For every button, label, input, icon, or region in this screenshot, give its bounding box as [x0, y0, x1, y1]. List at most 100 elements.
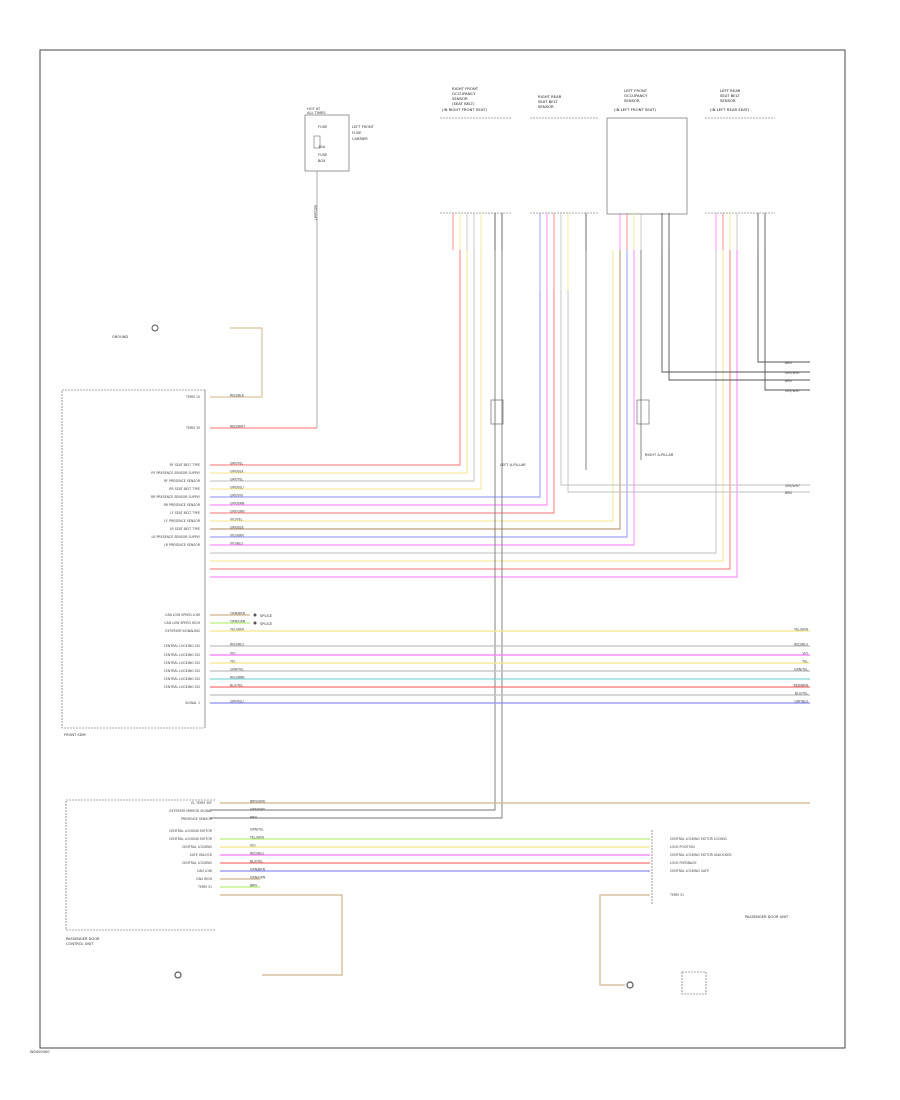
- rf-sensor-title-1: RIGHT FRONT: [452, 86, 479, 91]
- lower-pin-label: CENTRAL LOCKING: [182, 861, 212, 865]
- fuse-box-line-1: HOT AT: [307, 107, 321, 111]
- sdm-pin-label: SIGNAL 1: [185, 701, 200, 705]
- sdm-wire-label: VIO: [230, 652, 236, 656]
- right-door-label: LOCK POSITION: [670, 845, 695, 849]
- sdm-pin-label: TERM 15: [185, 395, 200, 399]
- right-end-label: RED/BRN: [793, 684, 808, 688]
- can-bus-wires: SPLICE SPLICE: [210, 613, 810, 704]
- sdm-wire-label: VIO/BLU: [230, 542, 244, 546]
- tr-label-2: GRY/WHT: [785, 371, 800, 375]
- fuse-box-line-3: FUSE: [318, 125, 328, 129]
- term15-wire: GROUND: [112, 324, 317, 429]
- sdm-pin-label: RF PRESENCE SENSOR: [164, 479, 201, 483]
- sdm-wire-label: RED/WHT: [230, 425, 245, 429]
- lower-wire-label: ORN/GRN: [250, 876, 266, 880]
- sdm-wire-label: ORN/GRN: [230, 620, 246, 624]
- fuse-box: HOT AT ALL TIMES FUSE 10A FUSE BOX LEFT …: [304, 107, 375, 428]
- fuse-box-line-4: 10A: [318, 145, 326, 149]
- rr-sensor-title-3: SENSOR: [538, 104, 554, 109]
- sdm-wire-label: ORN/BRN: [230, 612, 246, 616]
- lf-sensor-title-2: OCCUPANCY: [624, 93, 648, 98]
- right-door-label: TERM 31: [669, 893, 684, 897]
- sdm-pin-label: EXTERIOR SIGNALING: [165, 629, 200, 633]
- fuse-box-side-1: LEFT FRONT: [352, 125, 375, 129]
- lower-wire-labels: BRN/GRNGRY/WHTBRNGRN/YELYEL/GRNVIORED/BL…: [250, 800, 266, 888]
- term15-ground-label: GROUND: [112, 335, 128, 339]
- module-left-rear-sensor: LEFT REAR SEAT BELT SENSOR (IN LEFT REAR…: [705, 88, 775, 214]
- lower-pin-label: CENTRAL LOCKING MOTOR: [169, 829, 213, 833]
- fuse-box-line-2: ALL TIMES: [307, 111, 326, 115]
- right-end-label: GRY/BLU: [794, 700, 808, 704]
- upper-ground-symbols: LEFT A-PILLAR RIGHT A-PILLAR: [490, 399, 674, 467]
- lower-wire-label: BLU/YEL: [250, 860, 263, 864]
- tr-label-1: BRN: [785, 361, 792, 365]
- right-end-label: GRN/YEL: [794, 668, 808, 672]
- rr-sensor-title-1: RIGHT REAR: [538, 94, 562, 99]
- rr-sensor-title-2: SEAT BELT: [538, 99, 558, 104]
- ground-label-2: RIGHT A-PILLAR: [645, 453, 674, 457]
- lower-pin-label: CENTRAL LOCKING MOTOR: [169, 837, 213, 841]
- fuse-box-side-3: CARRIER: [352, 137, 368, 141]
- front-sdm-label: FRONT SDM: [64, 733, 86, 737]
- right-door-label: CENTRAL LOCKING SAFE: [670, 869, 709, 873]
- sdm-wire-label: RED/BLK: [230, 394, 245, 398]
- sdm-pin-label: RR PRESENCE SENSOR SUPPLY: [151, 495, 200, 499]
- lower-wire-label: ORN/BRN: [250, 868, 266, 872]
- lr-sensor-title-4: (IN LEFT REAR SEAT): [710, 107, 750, 112]
- lower-wire-label: RED/BLU: [250, 852, 265, 856]
- module-left-front-sensor: LEFT FRONT OCCUPANCY SENSOR (IN LEFT FRO…: [606, 88, 688, 215]
- sdm-pin-label: LR SEAT BELT TYPE: [170, 527, 200, 531]
- passenger-door-control-unit: PASSENGER DOOR CONTROL UNIT EL TERM 30FE…: [65, 799, 215, 946]
- mr-label-2: BRN: [785, 491, 792, 495]
- sdm-pin-label: LR PRESENCE SENSOR SUPPLY: [151, 535, 200, 539]
- sdm-pin-label: LR PRESENCE SENSOR: [164, 543, 201, 547]
- top-right-end-labels: BRN GRY/WHT BRN GRY/WHT GRY/WHT BRN: [785, 361, 800, 495]
- module-right-rear-sensor: RIGHT REAR SEAT BELT SENSOR: [530, 94, 598, 214]
- ground-label-1: LEFT A-PILLAR: [500, 463, 526, 467]
- sdm-wire-label: YEL: [230, 660, 236, 664]
- sdm-pin-label: CAN LOW SPEED HIGH: [164, 621, 200, 625]
- lower-pin-label: SAFE UNLOCK: [190, 853, 213, 857]
- diagram-border: [39, 49, 846, 1049]
- lower-wire-label: BRN: [250, 816, 257, 820]
- fuse-box-line-5: FUSE: [318, 153, 328, 157]
- right-end-label: YEL: [802, 660, 808, 664]
- lower-pin-label: CAN LOW: [197, 869, 213, 873]
- sdm-wire-label: GRY/BLU: [230, 700, 244, 704]
- lower-pin-label: PRESENCE SENSOR: [181, 817, 213, 821]
- sdm-wire-label: GRY/BRN: [230, 502, 245, 506]
- lower-wire-label: VIO: [250, 844, 256, 848]
- sdm-pin-label: CENTRAL LOCKING SIG: [164, 653, 201, 657]
- right-end-label: BLU/YEL: [795, 692, 808, 696]
- lower-pin-label: CAN HIGH: [196, 877, 213, 881]
- sdm-wire-label: VIO/YEL: [230, 518, 243, 522]
- module-right-front-sensor: RIGHT FRONT OCCUPANCY SENSOR (SEAT BELT)…: [440, 86, 512, 214]
- sdm-wire-label: GRY/BLU: [230, 486, 244, 490]
- lower-module-label-1: PASSENGER DOOR: [66, 937, 100, 941]
- lf-sensor-title-4: (IN LEFT FRONT SEAT): [614, 107, 656, 112]
- sdm-pin-label: RR PRESENCE SENSOR: [164, 503, 201, 507]
- sensor-wire-stubs: [452, 213, 766, 290]
- sdm-wire-label: RED/BRN: [230, 676, 245, 680]
- rf-sensor-title-5: (IN RIGHT FRONT SEAT): [442, 107, 487, 112]
- tr-label-4: GRY/WHT: [785, 389, 800, 393]
- lower-wire-label: YEL/GRN: [250, 836, 264, 840]
- sdm-pin-label: RF PRESENCE SENSOR SUPPLY: [151, 471, 200, 475]
- lower-pin-label: EL TERM 30F: [191, 801, 212, 805]
- right-end-label: VIO: [802, 652, 808, 656]
- lr-sensor-title-1: LEFT REAR: [720, 88, 741, 93]
- sdm-pin-label: CENTRAL LOCKING SIG: [164, 677, 201, 681]
- mr-label-1: GRY/WHT: [785, 484, 800, 488]
- sdm-wire-label: GRY/GRN: [230, 510, 245, 514]
- rf-sensor-title-2: OCCUPANCY: [452, 91, 476, 96]
- sdm-wire-label: GRY/VIO: [230, 494, 244, 498]
- sdm-wire-label: GRY/YEL: [230, 462, 243, 466]
- sdm-wire-label: BLU/YEL: [230, 684, 243, 688]
- sdm-pin-label: CAN LOW SPEED LOW: [165, 613, 201, 617]
- sdm-pin-label: LF SEAT BELT TYPE: [170, 511, 200, 515]
